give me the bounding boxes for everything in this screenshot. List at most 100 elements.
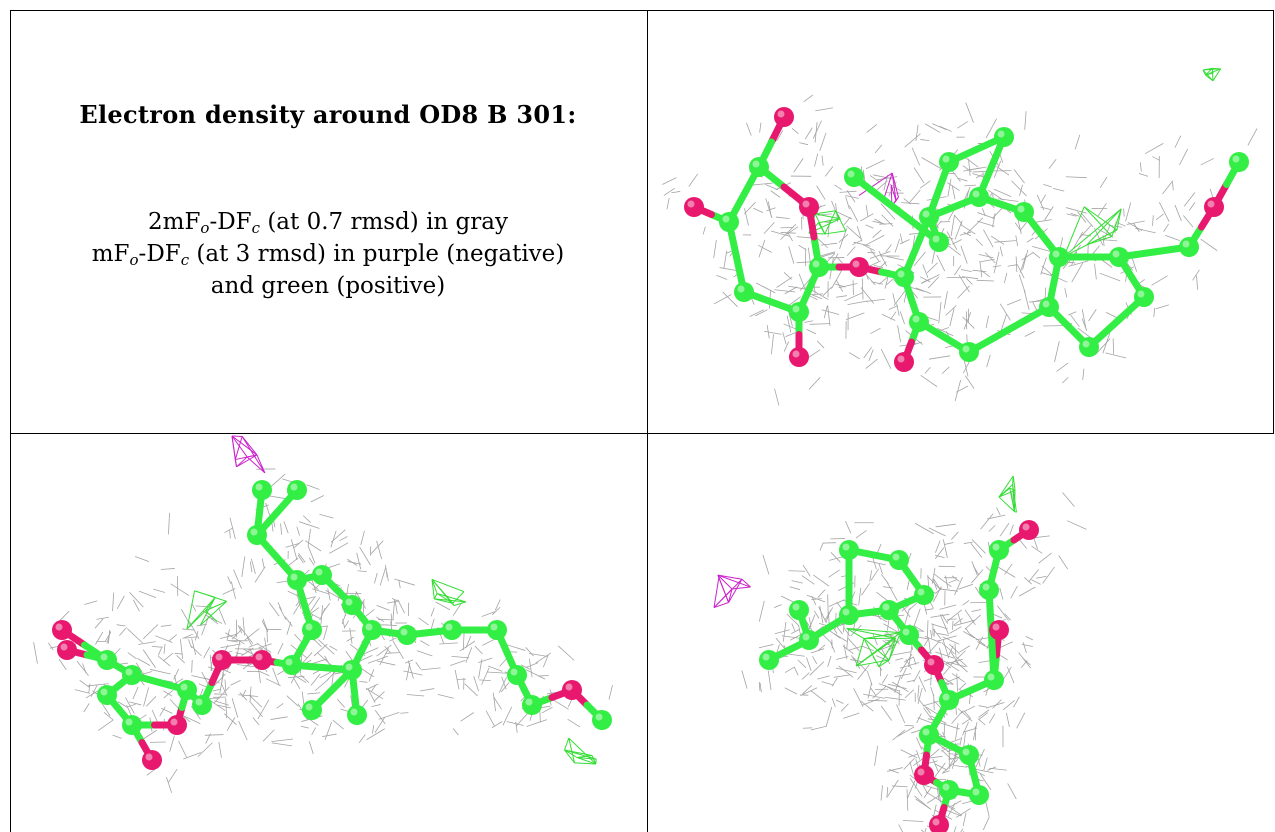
atom-highlight bbox=[842, 543, 850, 551]
density-render-bottom-left bbox=[33, 435, 613, 793]
density-render-top-right bbox=[662, 67, 1258, 406]
table-border-right bbox=[1273, 10, 1275, 434]
mesh-2fofc bbox=[741, 492, 1087, 832]
atom-highlight bbox=[180, 683, 188, 691]
table-border-left bbox=[10, 10, 12, 832]
atom-highlight bbox=[285, 658, 293, 666]
mesh-2fofc bbox=[33, 468, 613, 793]
oxygen-atom bbox=[799, 197, 819, 217]
oxygen-atom bbox=[1019, 520, 1039, 540]
carbon-atom bbox=[347, 705, 367, 725]
carbon-atom bbox=[487, 620, 507, 640]
atom-highlight bbox=[145, 753, 153, 761]
atom-highlight bbox=[1112, 250, 1120, 258]
atom-highlight bbox=[992, 543, 1000, 551]
oxygen-atom bbox=[52, 620, 72, 640]
atom-highlight bbox=[972, 190, 980, 198]
carbon-atom bbox=[177, 680, 197, 700]
atom-highlight bbox=[792, 350, 800, 358]
carbon-atom bbox=[844, 167, 864, 187]
carbon-atom bbox=[939, 780, 959, 800]
atom-highlight bbox=[932, 235, 940, 243]
table-border-middle bbox=[647, 10, 649, 832]
atom-highlight bbox=[842, 608, 850, 616]
atom-highlight bbox=[1017, 205, 1025, 213]
carbon-atom bbox=[362, 620, 382, 640]
atom-highlight bbox=[565, 683, 573, 691]
carbon-atom bbox=[994, 127, 1014, 147]
atom-highlight bbox=[992, 623, 1000, 631]
atom-highlight bbox=[722, 215, 730, 223]
atom-highlight bbox=[792, 305, 800, 313]
atom-highlight bbox=[922, 210, 930, 218]
carbon-atom bbox=[1049, 247, 1069, 267]
atom-highlight bbox=[922, 728, 930, 736]
carbon-atom bbox=[939, 690, 959, 710]
oxygen-atom bbox=[774, 107, 794, 127]
atom-highlight bbox=[525, 698, 533, 706]
atom-highlight bbox=[345, 663, 353, 671]
atom-highlight bbox=[942, 155, 950, 163]
atom-highlight bbox=[997, 130, 1005, 138]
atom-highlight bbox=[290, 483, 298, 491]
caption-line-positive: and green (positive) bbox=[210, 273, 446, 299]
atom-highlight bbox=[927, 658, 935, 666]
atom-highlight bbox=[932, 818, 940, 826]
oxygen-atom bbox=[914, 765, 934, 785]
atom-highlight bbox=[305, 623, 313, 631]
caption-title: Electron density around OD8 B 301: bbox=[79, 100, 577, 129]
atom-highlight bbox=[170, 718, 178, 726]
atom-highlight bbox=[255, 653, 263, 661]
table-border-row bbox=[10, 433, 1274, 435]
ligand-model bbox=[52, 480, 612, 770]
mesh-positive bbox=[846, 627, 901, 668]
oxygen-atom bbox=[894, 352, 914, 372]
ligand-model bbox=[759, 520, 1039, 832]
caption-cell: Electron density around OD8 B 301: 2mFo-… bbox=[10, 10, 646, 430]
atom-highlight bbox=[365, 623, 373, 631]
carbon-atom bbox=[342, 660, 362, 680]
carbon-atom bbox=[1014, 202, 1034, 222]
atom-highlight bbox=[847, 170, 855, 178]
carbon-atom bbox=[969, 785, 989, 805]
atom-highlight bbox=[852, 260, 860, 268]
carbon-atom bbox=[522, 695, 542, 715]
atom-highlight bbox=[60, 643, 68, 651]
carbon-atom bbox=[282, 655, 302, 675]
carbon-atom bbox=[734, 282, 754, 302]
atom-highlight bbox=[595, 713, 603, 721]
atom-highlight bbox=[1207, 200, 1215, 208]
carbon-atom bbox=[1179, 237, 1199, 257]
carbon-atom bbox=[592, 710, 612, 730]
atom-highlight bbox=[490, 623, 498, 631]
atom-highlight bbox=[897, 355, 905, 363]
carbon-atom bbox=[889, 550, 909, 570]
atom-highlight bbox=[902, 628, 910, 636]
carbon-atom bbox=[1109, 247, 1129, 267]
atom-highlight bbox=[917, 588, 925, 596]
carbon-atom bbox=[97, 685, 117, 705]
mesh-positive bbox=[564, 737, 597, 765]
carbon-atom bbox=[252, 480, 272, 500]
carbon-atom bbox=[789, 302, 809, 322]
carbon-atom bbox=[1229, 152, 1249, 172]
atom-highlight bbox=[315, 568, 323, 576]
carbon-atom bbox=[122, 665, 142, 685]
caption-line-fofc: mFo-DFc (at 3 rmsd) in purple (negative) bbox=[91, 241, 565, 269]
carbon-atom bbox=[342, 595, 362, 615]
atom-highlight bbox=[125, 718, 133, 726]
atom-highlight bbox=[777, 110, 785, 118]
mesh-positive bbox=[1063, 206, 1122, 257]
ligand-model bbox=[684, 107, 1249, 372]
oxygen-atom bbox=[924, 655, 944, 675]
atom-highlight bbox=[987, 673, 995, 681]
carbon-atom bbox=[984, 670, 1004, 690]
oxygen-atom bbox=[167, 715, 187, 735]
atom-highlight bbox=[882, 603, 890, 611]
atom-highlight bbox=[962, 345, 970, 353]
oxygen-atom bbox=[252, 650, 272, 670]
atom-highlight bbox=[982, 583, 990, 591]
atom-highlight bbox=[892, 553, 900, 561]
atom-highlight bbox=[897, 270, 905, 278]
atom-highlight bbox=[1182, 240, 1190, 248]
